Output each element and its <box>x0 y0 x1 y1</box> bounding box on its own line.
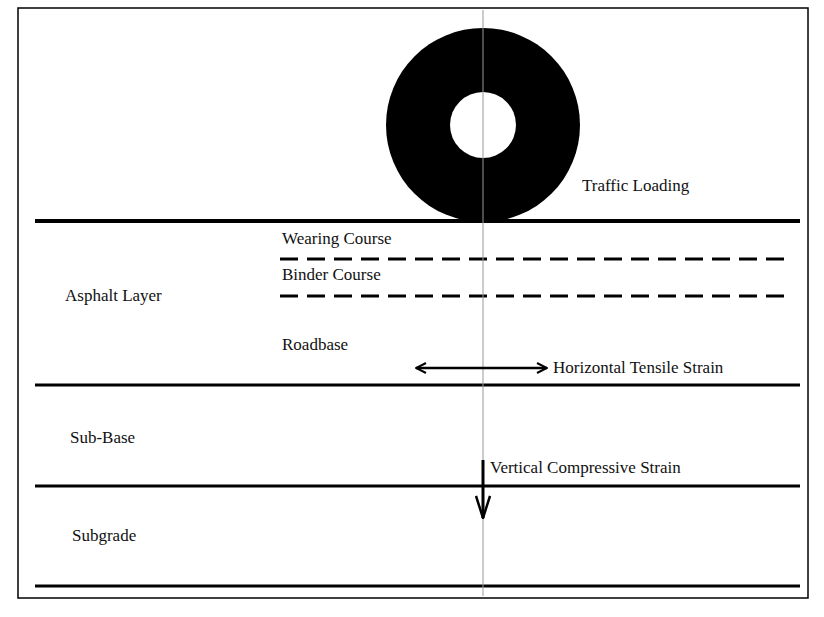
layer-band: Binder Course <box>280 261 800 297</box>
compressive-strain-arrow <box>482 460 485 518</box>
layer-name: Subgrade <box>72 526 136 546</box>
layer-name: Asphalt Layer <box>65 286 162 306</box>
layer-name: Binder Course <box>282 265 381 285</box>
course-divider <box>280 295 792 298</box>
annotation-label: Horizontal Tensile Strain <box>553 358 723 378</box>
annotation-label: Traffic Loading <box>582 176 689 196</box>
tensile-strain-arrow <box>416 367 547 370</box>
layer-boundary <box>35 585 800 588</box>
annotation-label: Vertical Compressive Strain <box>490 458 681 478</box>
layer-band: Roadbase <box>280 298 445 382</box>
layer-name: Sub-Base <box>70 428 135 448</box>
layer-boundary <box>35 485 800 488</box>
course-divider <box>280 258 792 261</box>
layer-boundary <box>35 384 800 387</box>
layer-band: Sub-Base <box>35 387 800 485</box>
layer-name: Roadbase <box>282 335 348 355</box>
load-axis <box>483 10 484 596</box>
layer-name: Wearing Course <box>282 229 392 249</box>
layer-band: Subgrade <box>35 488 800 585</box>
layer-band: Wearing Course <box>280 223 800 259</box>
surface-line <box>35 219 800 223</box>
frame <box>18 8 808 598</box>
